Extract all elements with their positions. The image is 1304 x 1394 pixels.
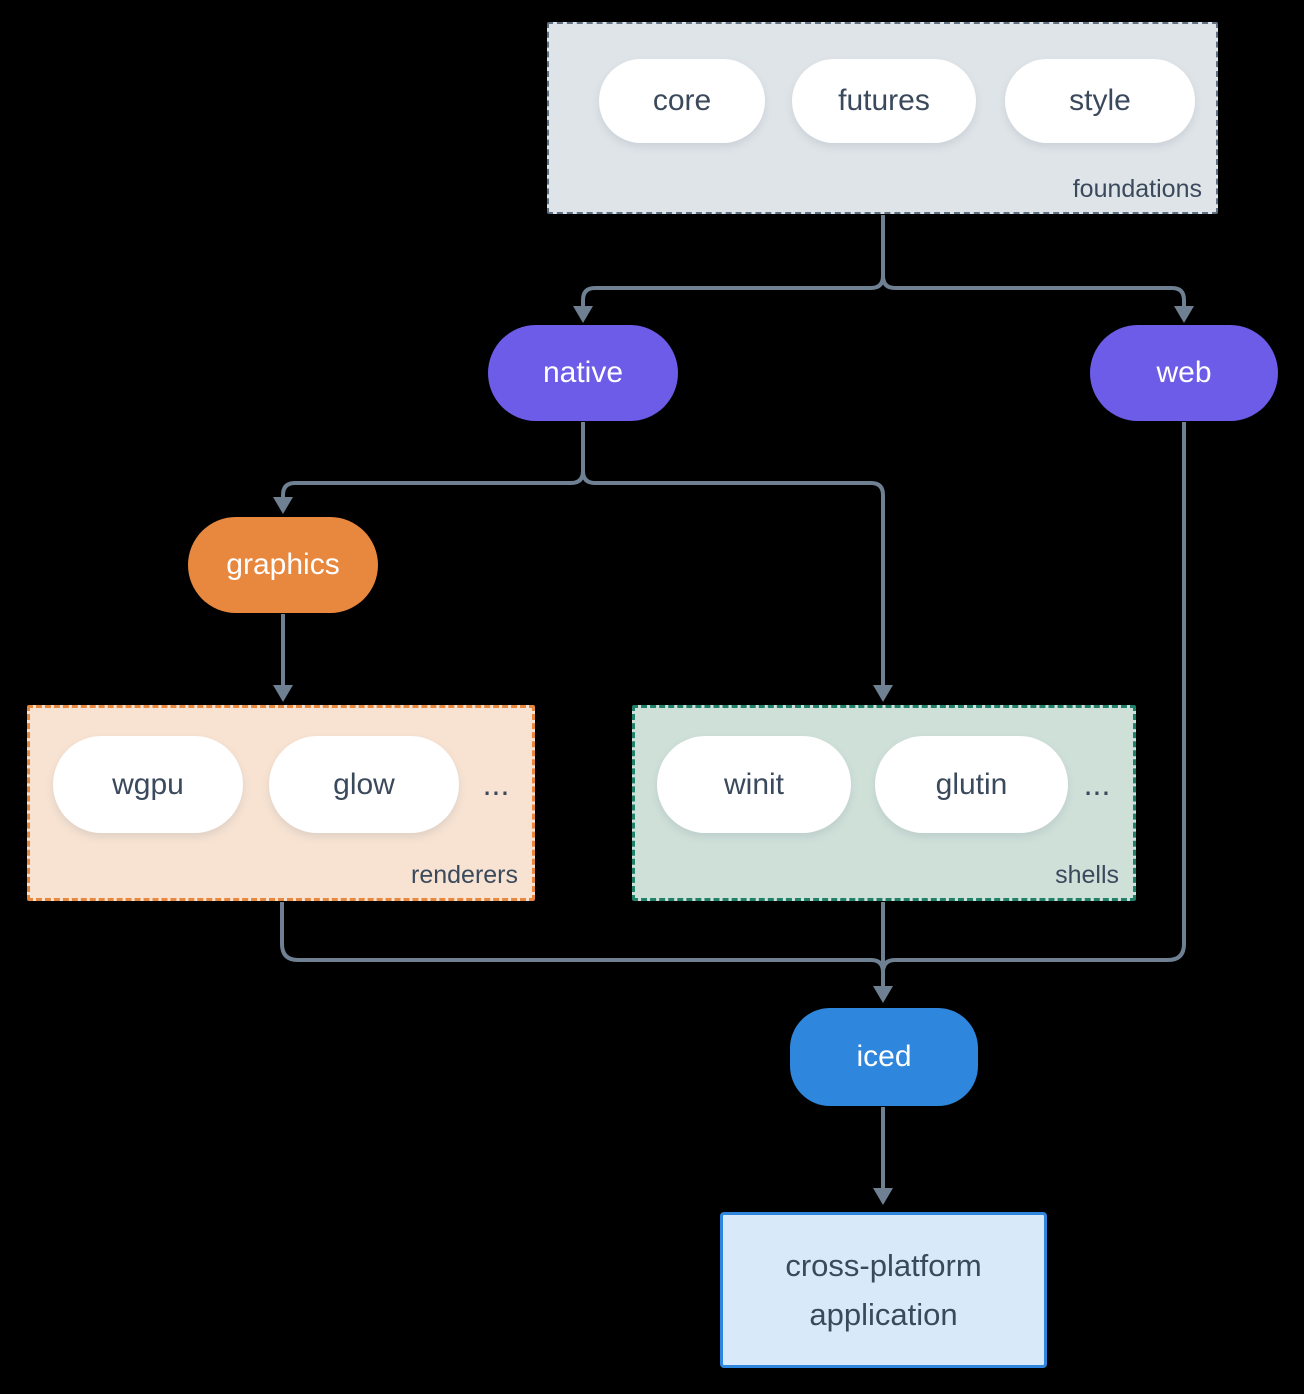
edge-foundations-native: [581, 215, 885, 310]
node-core-label: core: [652, 84, 712, 117]
edge-renderers-merge: [280, 902, 885, 973]
node-style: style: [1005, 59, 1195, 143]
node-glutin: glutin: [875, 736, 1068, 833]
group-renderers: wgpu glow ... renderers: [27, 705, 535, 901]
arrowhead-renderers: [273, 685, 293, 702]
group-shells-label: shells: [1055, 861, 1119, 889]
edge-native-shells: [581, 422, 885, 689]
arrowhead-shells: [873, 685, 893, 702]
renderers-ellipsis: ...: [482, 766, 510, 802]
node-application-line2: application: [809, 1297, 958, 1332]
node-native-label: native: [542, 356, 624, 389]
node-application-line1: cross-platform: [785, 1248, 982, 1283]
node-wgpu: wgpu: [53, 736, 243, 833]
arrowhead-web: [1174, 306, 1194, 323]
node-web-label: web: [1156, 356, 1212, 389]
arrowhead-graphics: [273, 497, 293, 514]
node-futures: futures: [792, 59, 976, 143]
arrowhead-application: [873, 1188, 893, 1205]
node-glutin-label: glutin: [935, 767, 1008, 801]
group-renderers-label: renderers: [411, 861, 518, 889]
node-style-label: style: [1069, 84, 1131, 117]
node-web: web: [1090, 325, 1278, 421]
node-application: cross-platform application: [720, 1212, 1047, 1368]
node-native: native: [488, 325, 678, 421]
arrowhead-native: [573, 306, 593, 323]
group-foundations: core futures style foundations: [547, 22, 1218, 214]
node-graphics-label: graphics: [226, 548, 340, 581]
shells-ellipsis: ...: [1083, 766, 1111, 802]
arrowhead-iced: [873, 986, 893, 1003]
node-iced: iced: [790, 1008, 978, 1106]
node-core: core: [599, 59, 765, 143]
node-graphics: graphics: [188, 517, 378, 613]
edge-native-graphics: [281, 422, 585, 501]
group-foundations-label: foundations: [1072, 175, 1202, 203]
node-winit-label: winit: [723, 767, 784, 801]
group-shells: winit glutin ... shells: [632, 705, 1136, 901]
node-glow: glow: [269, 736, 459, 833]
edge-foundations-web: [881, 215, 1186, 310]
node-glow-label: glow: [333, 767, 395, 801]
node-wgpu-label: wgpu: [112, 767, 184, 801]
node-winit: winit: [657, 736, 851, 833]
node-futures-label: futures: [838, 84, 930, 117]
node-iced-label: iced: [856, 1040, 912, 1073]
